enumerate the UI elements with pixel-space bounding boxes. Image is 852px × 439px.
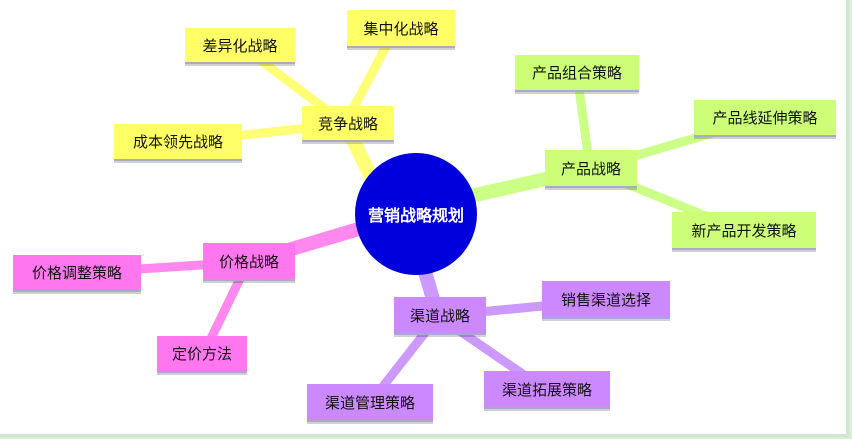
node-label: 集中化战略 [363,19,439,38]
branch-label: 价格战略 [218,252,279,271]
branch-channel-strategy[interactable]: 渠道战略 [394,297,486,335]
node-label: 销售渠道选择 [560,290,651,309]
node-label: 产品线延伸策略 [712,109,818,127]
node-new-product-development-strategy[interactable]: 新产品开发策略 [672,212,816,250]
branch-price-strategy[interactable]: 价格战略 [203,243,295,281]
node-label: 渠道拓展策略 [501,380,592,399]
node-sales-channel-selection[interactable]: 销售渠道选择 [542,281,670,319]
node-differentiation-strategy[interactable]: 差异化战略 [185,28,295,64]
node-product-portfolio-strategy[interactable]: 产品组合策略 [515,55,639,92]
node-product-line-extension-strategy[interactable]: 产品线延伸策略 [694,100,836,137]
node-label: 价格调整策略 [31,264,122,282]
branch-label: 渠道战略 [409,306,470,325]
branch-product-strategy[interactable]: 产品战略 [545,150,637,188]
node-label: 产品组合策略 [531,64,622,82]
central-topic-label: 营销战略规划 [367,206,464,225]
node-label: 渠道管理策略 [324,393,415,412]
node-label: 成本领先战略 [132,133,223,151]
node-label: 定价方法 [171,345,232,363]
branch-competition-strategy[interactable]: 竞争战略 [302,106,394,142]
node-price-adjustment-strategy[interactable]: 价格调整策略 [13,255,141,292]
node-pricing-method[interactable]: 定价方法 [157,336,247,373]
node-channel-management-strategy[interactable]: 渠道管理策略 [307,384,433,422]
node-channel-expansion-strategy[interactable]: 渠道拓展策略 [484,371,610,409]
node-cost-leadership-strategy[interactable]: 成本领先战略 [114,124,242,161]
node-focus-strategy[interactable]: 集中化战略 [347,10,455,48]
node-label: 新产品开发策略 [691,221,797,240]
branch-label: 产品战略 [560,159,621,178]
central-topic[interactable]: 营销战略规划 [355,153,477,275]
branch-label: 竞争战略 [317,114,378,133]
node-label: 差异化战略 [202,36,278,55]
